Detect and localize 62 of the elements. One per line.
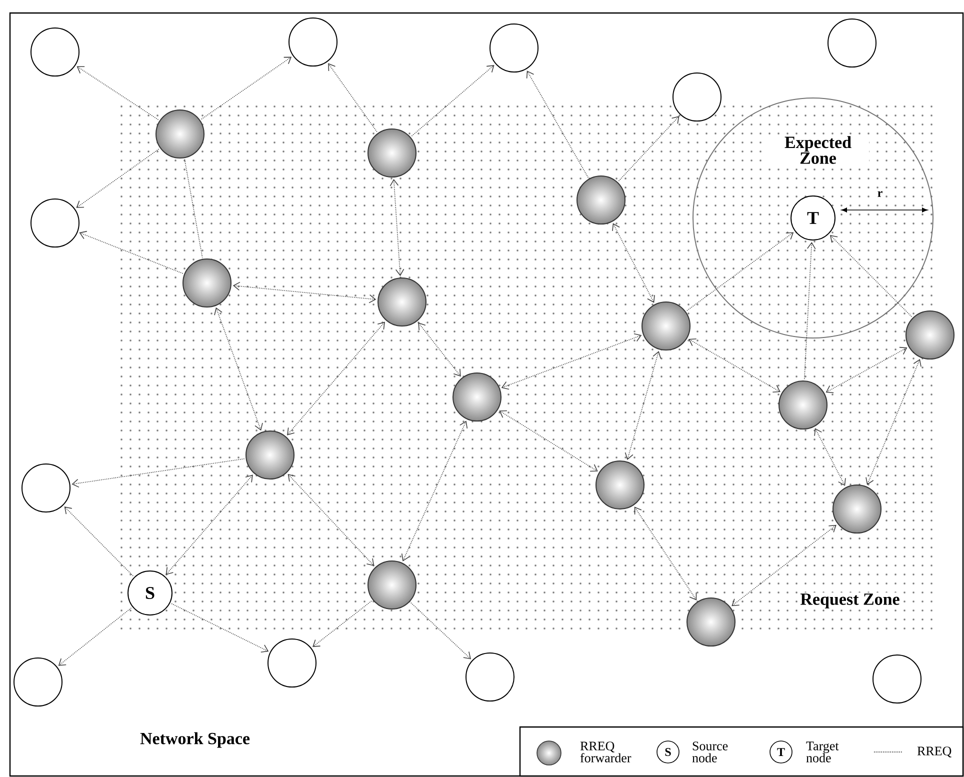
- forwarder-node: [906, 310, 954, 360]
- arrow: [612, 223, 655, 303]
- arrow: [401, 420, 468, 562]
- arrow: [526, 70, 588, 178]
- arrow: [866, 358, 922, 486]
- legend-label: RREQ: [917, 746, 952, 758]
- arrow: [688, 338, 780, 393]
- arrow: [200, 56, 292, 120]
- arrow: [72, 458, 245, 488]
- network-node: [490, 24, 538, 72]
- forwarder-node: [368, 560, 416, 610]
- forwarder-node: [156, 110, 204, 158]
- arrow: [618, 116, 680, 182]
- legend-label: Source node: [692, 742, 728, 762]
- arrow: [79, 230, 184, 274]
- arrow: [171, 603, 269, 653]
- network-node: [268, 638, 316, 688]
- arrow: [214, 307, 263, 431]
- arrow: [312, 600, 372, 648]
- forwarder-node: [596, 460, 644, 510]
- arrow: [232, 282, 376, 304]
- network-node: [14, 658, 62, 706]
- forwarder-node: [452, 372, 502, 422]
- forwarder-node: [686, 598, 736, 646]
- arrow: [286, 322, 386, 436]
- network-node: [872, 654, 922, 704]
- arrow: [814, 428, 846, 486]
- arrow: [826, 346, 908, 394]
- forwarder-node: [642, 302, 690, 350]
- arrow: [64, 506, 134, 576]
- arrow: [58, 608, 132, 666]
- legend-label: RREQ forwarder: [580, 742, 632, 762]
- network-node: [466, 652, 514, 702]
- arrow: [499, 410, 598, 472]
- legend-label: Target node: [806, 742, 839, 762]
- network-node: [672, 72, 722, 122]
- arrow: [624, 350, 662, 460]
- arrow: [686, 232, 794, 311]
- arrow: [732, 524, 836, 606]
- forwarder-node: [778, 380, 828, 430]
- arrow: [411, 64, 494, 136]
- arrow: [328, 63, 378, 132]
- forwarder-node: [246, 430, 294, 480]
- arrow: [501, 333, 642, 390]
- arrow: [390, 178, 404, 276]
- network-node: [828, 18, 876, 68]
- forwarder-node: [378, 278, 426, 326]
- arrow: [634, 506, 697, 600]
- arrow: [76, 66, 159, 120]
- network-node: [30, 28, 80, 76]
- forwarder-node: [576, 176, 626, 224]
- arrow: [288, 474, 374, 566]
- arrow: [418, 322, 461, 377]
- network-node: [288, 18, 338, 66]
- forwarder-node: [832, 484, 882, 534]
- arrow: [804, 242, 816, 380]
- network-node: [30, 198, 80, 248]
- forwarder-node: [368, 128, 416, 178]
- arrow: [76, 148, 160, 208]
- arrow: [166, 474, 253, 575]
- forwarder-node: [182, 258, 232, 308]
- network-node: [22, 464, 70, 512]
